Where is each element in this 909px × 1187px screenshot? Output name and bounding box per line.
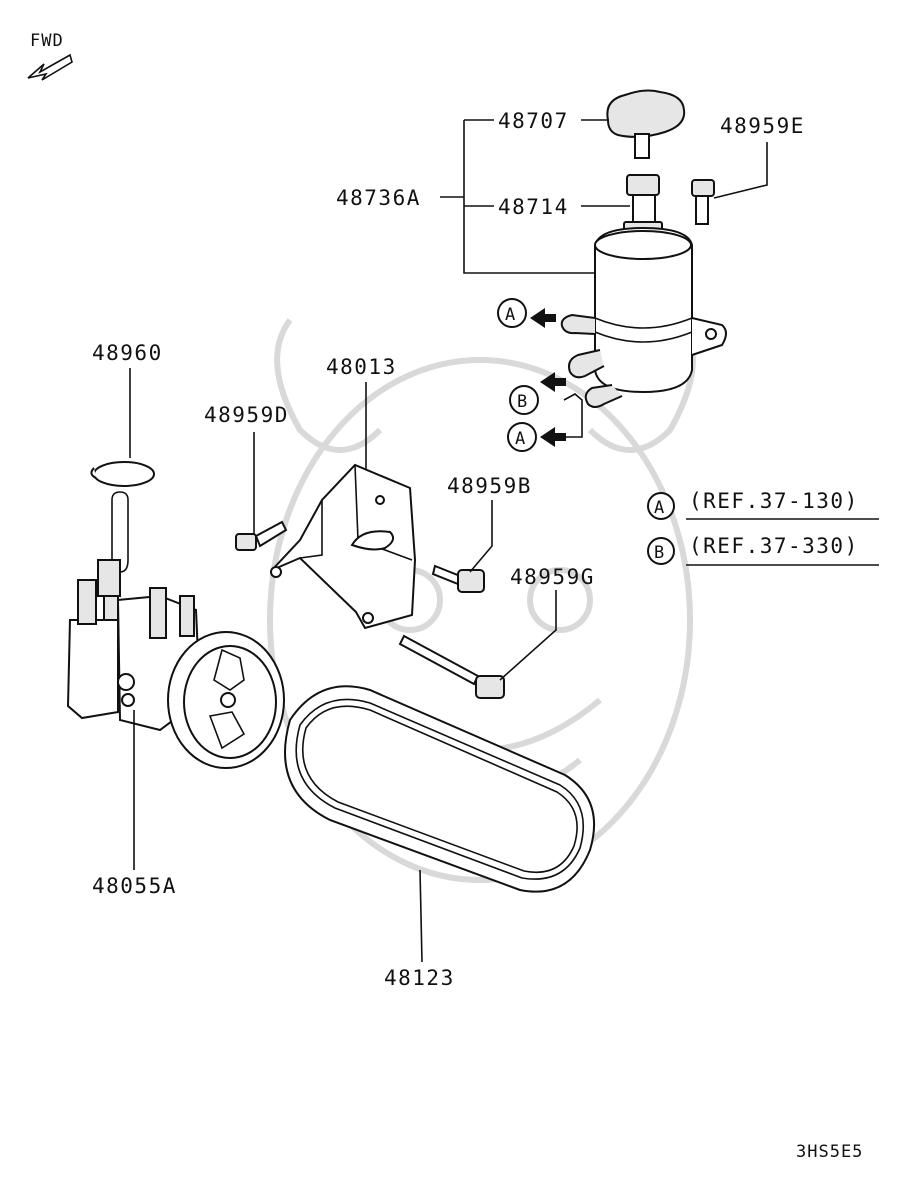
diagram-code: 3HS5E5 <box>796 1142 863 1162</box>
reservoir-group <box>560 89 727 408</box>
fwd-indicator: FWD <box>27 31 73 81</box>
label-48959d: 48959D <box>204 403 289 427</box>
drive-belt <box>284 685 596 893</box>
fwd-label: FWD <box>30 31 64 51</box>
reference-b-key: B <box>654 543 665 563</box>
svg-text:A: A <box>505 305 516 325</box>
fwd-arrow-icon <box>27 53 73 81</box>
reservoir-cap <box>606 89 686 138</box>
label-48123: 48123 <box>384 966 455 990</box>
reference-a-text: (REF.37-130) <box>689 489 859 513</box>
label-48959b: 48959B <box>447 474 532 498</box>
hose-clip <box>90 461 155 597</box>
label-48959e: 48959E <box>720 114 805 138</box>
connector-a-top: A <box>497 298 556 328</box>
connector-markers: A B A <box>497 298 583 452</box>
label-48013: 48013 <box>326 355 397 379</box>
part-labels: 48707 48714 48736A 48959E 48960 48013 48… <box>92 109 805 990</box>
bolt-48959e <box>691 179 715 225</box>
label-48959g: 48959G <box>510 565 595 589</box>
connector-a-bottom: A <box>507 422 566 452</box>
power-steering-pump <box>66 579 285 769</box>
label-48707: 48707 <box>498 109 569 133</box>
arrow-left-icon <box>540 372 566 392</box>
svg-text:B: B <box>517 392 528 412</box>
bolt-48959g <box>398 634 505 699</box>
bracket <box>270 463 417 630</box>
arrow-left-icon <box>540 427 566 447</box>
bolt-48959b <box>431 564 485 593</box>
bolt-48959d <box>235 520 288 551</box>
reference-legend: A (REF.37-130) B (REF.37-330) <box>647 489 859 565</box>
reference-b-text: (REF.37-330) <box>689 534 859 558</box>
label-48714: 48714 <box>498 195 569 219</box>
connector-b: B <box>509 372 566 415</box>
strainer <box>626 174 660 196</box>
reference-a-key: A <box>654 498 665 518</box>
arrow-left-icon <box>530 308 556 328</box>
svg-text:A: A <box>515 429 526 449</box>
reference-b: B (REF.37-330) <box>647 534 859 565</box>
label-48960: 48960 <box>92 341 163 365</box>
label-48736a: 48736A <box>336 186 421 210</box>
reference-a: A (REF.37-130) <box>647 489 859 520</box>
leader-lines <box>129 119 879 963</box>
label-48055a: 48055A <box>92 874 177 898</box>
